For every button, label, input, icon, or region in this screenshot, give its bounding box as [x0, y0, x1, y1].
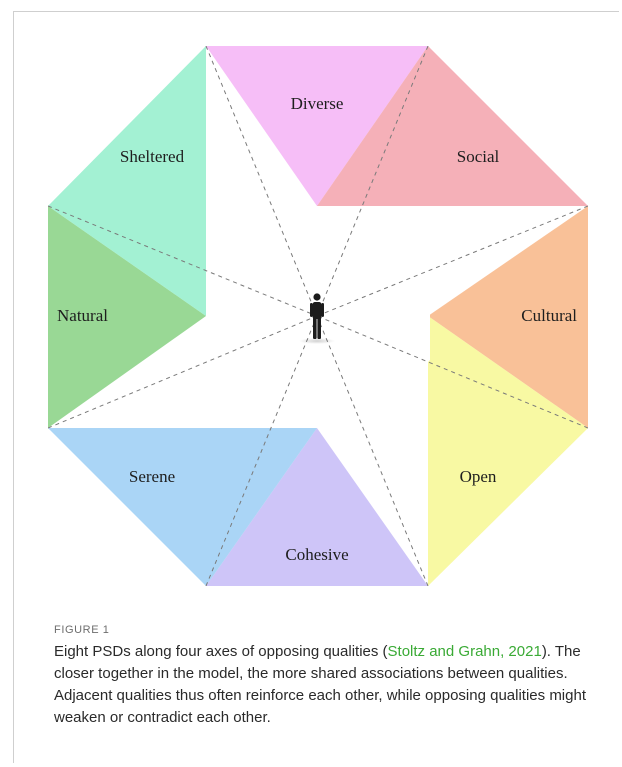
label-serene: Serene	[129, 467, 175, 486]
caption-text: Eight PSDs along four axes of opposing q…	[54, 641, 594, 729]
dashed-axes	[48, 46, 588, 586]
label-diverse: Diverse	[291, 94, 344, 113]
social-triangle	[317, 46, 588, 206]
label-social: Social	[457, 147, 500, 166]
figure-shadow	[299, 338, 335, 344]
label-cohesive: Cohesive	[285, 545, 348, 564]
label-natural: Natural	[57, 306, 108, 325]
citation-link[interactable]: Stoltz and Grahn, 2021	[387, 643, 542, 660]
caption-text-start: Eight PSDs along four axes of opposing q…	[54, 643, 388, 660]
caption-text-end: ). The closer together in the model, the…	[54, 643, 586, 726]
diverse-triangle	[206, 46, 428, 206]
label-sheltered: Sheltered	[120, 147, 185, 166]
figure-frame	[13, 11, 619, 763]
natural-triangle	[48, 206, 206, 428]
label-cultural: Cultural	[521, 306, 577, 325]
open-triangle	[428, 316, 588, 586]
serene-triangle	[48, 428, 317, 586]
figure-caption: FIGURE 1 Eight PSDs along four axes of o…	[54, 624, 594, 729]
cohesive-triangle	[206, 428, 428, 586]
psd-octagon-diagram: Diverse Social Cultural Open Cohesive Se…	[48, 46, 588, 586]
label-open: Open	[460, 467, 497, 486]
sheltered-triangle	[48, 46, 206, 316]
figure-label: FIGURE 1	[54, 624, 110, 636]
cultural-triangle	[428, 206, 588, 428]
person-icon	[310, 293, 324, 339]
